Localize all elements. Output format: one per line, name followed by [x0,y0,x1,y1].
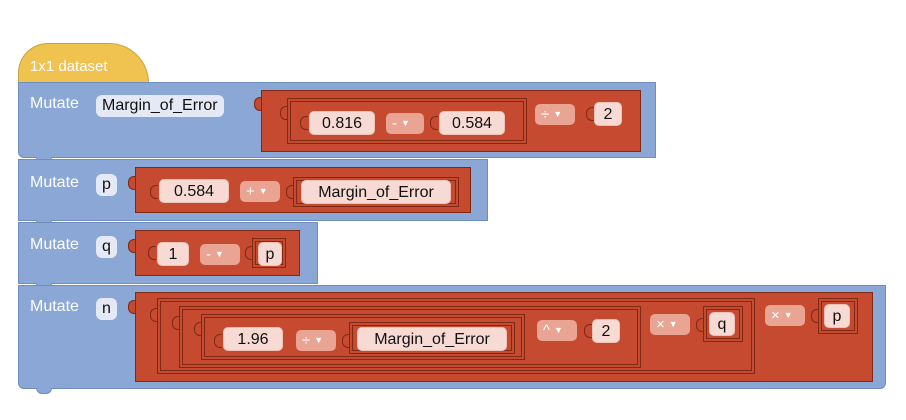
chevron-down-icon: ▼ [314,334,324,345]
add-operator-dropdown[interactable]: +▼ [240,181,280,202]
puzzle-connector [148,246,156,260]
puzzle-connector [584,324,592,338]
operator-symbol: × [656,316,665,333]
dataset-label: 1x1 dataset [30,58,108,75]
operator-symbol: ÷ [541,106,550,123]
mutate-label: Mutate [30,174,79,191]
puzzle-connector [150,185,158,199]
number-field[interactable]: 2 [592,319,620,343]
mutate-label: Mutate [30,236,79,253]
number-field[interactable]: 0.584 [439,111,505,135]
subtract-operator-dropdown[interactable]: -▼ [386,113,424,134]
puzzle-connector [245,246,253,260]
variable-reference-field[interactable]: q [709,312,735,336]
number-field[interactable]: 0.584 [159,179,229,203]
subtract-operator-dropdown[interactable]: -▼ [200,244,240,265]
puzzle-connector [696,318,704,332]
puzzle-connector [342,334,350,348]
number-field[interactable]: 0.816 [309,111,375,135]
operator-symbol: - [206,246,211,263]
variable-reference-field[interactable]: p [258,242,282,266]
chevron-down-icon: ▼ [215,248,224,259]
puzzle-connector [286,185,294,199]
puzzle-connector [128,300,136,314]
number-field[interactable]: 1 [157,242,189,266]
puzzle-connector [172,316,180,330]
variable-reference-field[interactable]: Margin_of_Error [357,327,507,351]
puzzle-connector [254,97,262,111]
dataset-hat-block[interactable] [18,43,149,83]
power-operator-dropdown[interactable]: ^▼ [537,320,577,341]
multiply-operator-dropdown[interactable]: ×▼ [650,314,690,335]
operator-symbol: + [246,183,255,200]
puzzle-connector [150,308,158,322]
puzzle-connector [586,107,594,121]
puzzle-connector [280,106,288,120]
variable-reference-field[interactable]: p [824,304,850,328]
puzzle-connector [128,176,136,190]
variable-field-q[interactable]: q [96,236,117,258]
puzzle-connector [430,116,438,130]
variable-reference-field[interactable]: Margin_of_Error [301,180,451,204]
puzzle-connector [128,239,136,253]
multiply-operator-dropdown[interactable]: ×▼ [765,305,805,326]
operator-symbol: × [771,307,780,324]
chevron-down-icon: ▼ [554,324,563,335]
chevron-down-icon: ▼ [258,185,268,196]
puzzle-connector [300,116,308,130]
chevron-down-icon: ▼ [553,108,563,119]
puzzle-connector [194,322,202,336]
divide-operator-dropdown[interactable]: ÷▼ [535,104,575,125]
variable-field-margin-of-error[interactable]: Margin_of_Error [96,95,224,117]
number-field[interactable]: 2 [594,102,622,126]
mutate-label: Mutate [30,298,79,315]
puzzle-connector [811,309,819,323]
operator-symbol: ÷ [302,332,311,349]
block-notch [36,388,52,394]
divide-operator-dropdown[interactable]: ÷▼ [296,330,336,351]
puzzle-connector [214,334,222,348]
operator-symbol: - [392,115,397,132]
variable-field-p[interactable]: p [96,174,117,196]
mutate-label: Mutate [30,95,79,112]
operator-symbol: ^ [543,322,551,339]
chevron-down-icon: ▼ [401,117,410,128]
variable-field-n[interactable]: n [96,298,117,320]
chevron-down-icon: ▼ [783,309,793,320]
number-field[interactable]: 1.96 [223,327,283,351]
chevron-down-icon: ▼ [668,318,678,329]
